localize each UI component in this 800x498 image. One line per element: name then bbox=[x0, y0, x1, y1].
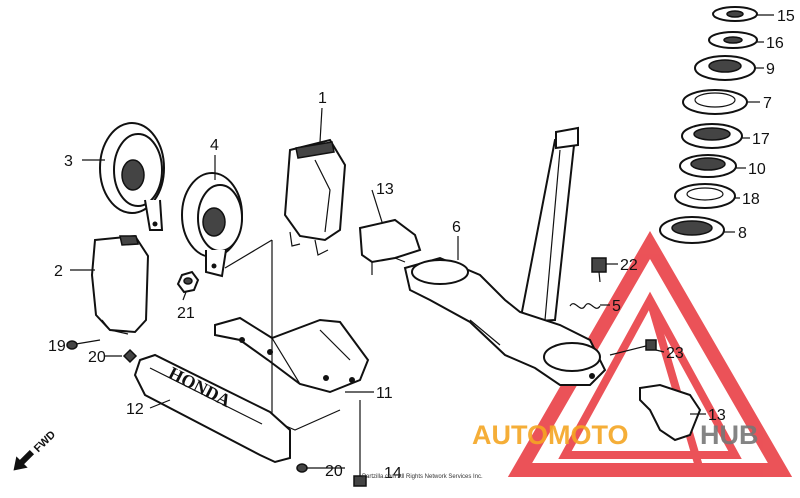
callout-11: 11 bbox=[376, 385, 393, 402]
callout-6: 6 bbox=[452, 219, 461, 236]
bolt-14 bbox=[353, 400, 367, 487]
screw-20-upper bbox=[122, 348, 138, 364]
callout-20-lower: 20 bbox=[325, 463, 343, 480]
screw-20-lower bbox=[296, 463, 345, 473]
callout-12: 12 bbox=[126, 401, 144, 418]
callout-2: 2 bbox=[54, 263, 63, 280]
callout-18: 18 bbox=[742, 191, 760, 208]
frame-guard-12: HONDA bbox=[133, 353, 291, 464]
callout-10: 10 bbox=[748, 161, 766, 178]
bracket-13-lower bbox=[639, 383, 702, 442]
steering-stem bbox=[518, 126, 579, 324]
copyright-text: Partzilla.com All Rights Network Service… bbox=[362, 474, 483, 480]
nut-21 bbox=[176, 270, 200, 294]
callout-4: 4 bbox=[210, 137, 219, 154]
leader-lines bbox=[70, 14, 774, 415]
horn-bracket bbox=[214, 316, 370, 394]
watermark-text-left: AUTOMOTO bbox=[472, 420, 629, 450]
callout-19: 19 bbox=[48, 338, 66, 355]
callout-1: 1 bbox=[318, 90, 327, 107]
horn-4 bbox=[181, 172, 243, 278]
callout-3: 3 bbox=[64, 153, 73, 170]
arrow-icon bbox=[13, 449, 35, 471]
callout-21: 21 bbox=[177, 305, 195, 322]
fwd-label: FWD bbox=[32, 429, 58, 455]
callout-14: 14 bbox=[384, 465, 402, 482]
callout-22: 22 bbox=[620, 257, 638, 274]
bearing-stack bbox=[659, 6, 758, 244]
callout-13-lower: 13 bbox=[708, 407, 726, 424]
callout-13-upper: 13 bbox=[376, 181, 394, 198]
bottom-bridge-6 bbox=[403, 256, 607, 386]
callout-16: 16 bbox=[766, 35, 784, 52]
callout-5: 5 bbox=[612, 298, 621, 315]
bracket-13-upper bbox=[358, 218, 422, 275]
bearing-18 bbox=[674, 183, 736, 209]
callout-labels: 1 2 3 4 5 6 7 8 9 10 11 12 13 13 14 15 1… bbox=[48, 8, 795, 482]
callout-17: 17 bbox=[752, 131, 770, 148]
callout-9: 9 bbox=[766, 61, 775, 78]
callout-8: 8 bbox=[738, 225, 747, 242]
spring-5 bbox=[569, 303, 601, 309]
forward-arrow: FWD bbox=[13, 429, 58, 471]
watermark-text: AUTOMOTO HUB bbox=[472, 420, 759, 450]
bolt-19 bbox=[66, 339, 101, 350]
horn-4-lead bbox=[224, 239, 273, 269]
callout-20-upper: 20 bbox=[88, 349, 106, 366]
horn-cover-2 bbox=[90, 234, 150, 335]
callout-15: 15 bbox=[777, 8, 795, 25]
bolt-23 bbox=[609, 339, 657, 356]
callout-7: 7 bbox=[763, 95, 772, 112]
horn-cover-1 bbox=[283, 138, 347, 256]
callout-23: 23 bbox=[666, 345, 684, 362]
horn-3 bbox=[99, 122, 165, 231]
bolt-22 bbox=[591, 257, 607, 283]
watermark-text-right: HUB bbox=[700, 420, 759, 450]
